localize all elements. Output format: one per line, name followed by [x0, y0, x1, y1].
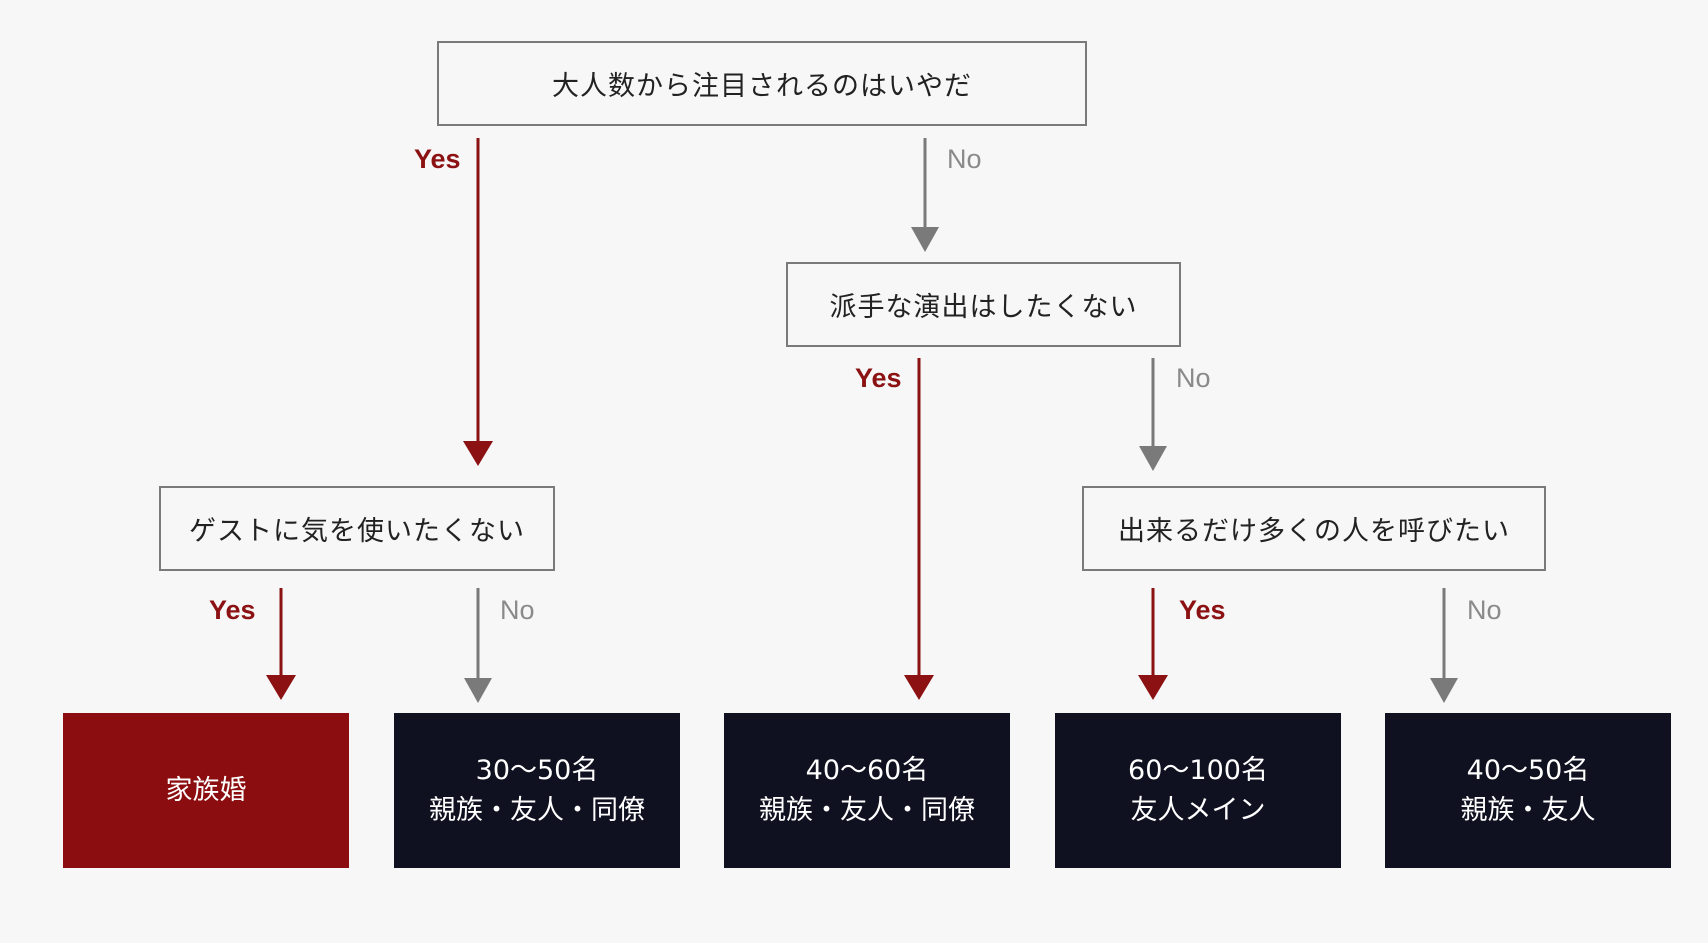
result-box-30-50: 30〜50名 親族・友人・同僚	[394, 713, 680, 868]
label-q1-no: No	[947, 144, 982, 174]
question-box-q4: 出来るだけ多くの人を呼びたい	[1082, 486, 1546, 571]
arrowhead-q3-yes	[266, 675, 296, 700]
label-q1-yes: Yes	[414, 144, 461, 174]
question-text-q4: 出来るだけ多くの人を呼びたい	[1118, 516, 1510, 547]
result-box-40-60: 40〜60名 親族・友人・同僚	[724, 713, 1010, 868]
question-text-q1: 大人数から注目されるのはいやだ	[552, 71, 972, 102]
question-text-q2: 派手な演出はしたくない	[829, 292, 1138, 323]
arrowhead-q1-no	[911, 227, 939, 252]
result-text-line1: 60〜100名	[1128, 754, 1268, 786]
result-text-line1: 40〜60名	[805, 754, 929, 786]
arrowhead-q4-no	[1430, 678, 1458, 703]
label-q2-no: No	[1176, 363, 1211, 393]
label-q2-yes: Yes	[855, 363, 902, 393]
result-text-line1: 30〜50名	[475, 754, 599, 786]
result-box-40-50: 40〜50名 親族・友人	[1385, 713, 1671, 868]
label-q4-yes: Yes	[1179, 595, 1226, 625]
label-q3-no: No	[500, 595, 535, 625]
question-box-q1: 大人数から注目されるのはいやだ	[437, 41, 1087, 126]
arrowhead-q1-yes	[463, 441, 493, 466]
result-text-line1: 40〜50名	[1466, 754, 1590, 786]
question-box-q3: ゲストに気を使いたくない	[159, 486, 555, 571]
label-q3-yes: Yes	[209, 595, 256, 625]
question-box-q2: 派手な演出はしたくない	[786, 262, 1181, 347]
result-text-line2: 友人メイン	[1130, 794, 1266, 826]
result-box-60-100: 60〜100名 友人メイン	[1055, 713, 1341, 868]
label-q4-no: No	[1467, 595, 1502, 625]
arrowhead-q2-yes	[904, 675, 934, 700]
result-text-line1: 家族婚	[165, 774, 247, 806]
arrowhead-q4-yes	[1138, 675, 1168, 700]
result-text-line2: 親族・友人・同僚	[429, 794, 645, 826]
result-text-line2: 親族・友人・同僚	[759, 794, 975, 826]
result-box-family-wedding: 家族婚	[63, 713, 349, 868]
question-text-q3: ゲストに気を使いたくない	[189, 516, 525, 547]
arrowhead-q3-no	[464, 678, 492, 703]
arrowhead-q2-no	[1139, 446, 1167, 471]
result-text-line2: 親族・友人	[1460, 794, 1596, 826]
